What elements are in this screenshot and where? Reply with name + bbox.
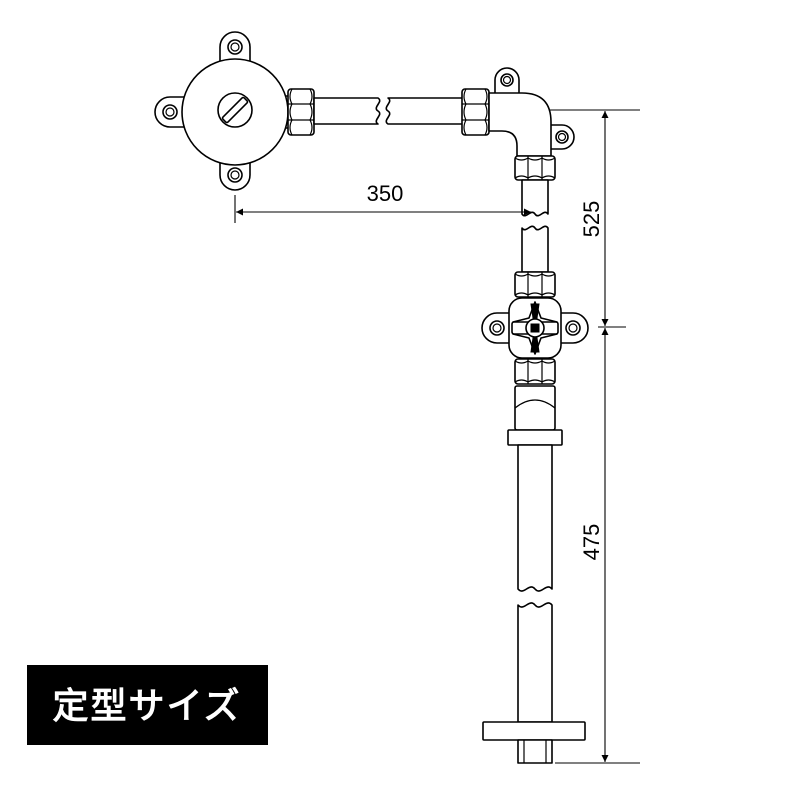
size-badge: 定型サイズ — [27, 665, 268, 745]
pipe-stub — [517, 739, 553, 764]
dimension-label-475: 475 — [579, 524, 604, 561]
junction-box — [154, 31, 291, 191]
mounting-lug-top — [494, 67, 520, 97]
size-badge-background — [27, 665, 268, 745]
hex-nut — [287, 88, 315, 136]
mounting-lug-right — [545, 124, 575, 150]
slotted-cap — [217, 92, 253, 128]
size-badge-label: 定型サイズ — [53, 685, 242, 727]
hex-nut — [461, 88, 490, 136]
dimension-label-350: 350 — [367, 181, 404, 206]
vertical-pipe-segment — [517, 602, 553, 723]
hex-nut — [514, 271, 556, 298]
dimension-label-525: 525 — [579, 201, 604, 238]
vertical-pipe-segment — [517, 444, 553, 592]
floor-flange — [482, 721, 586, 741]
hex-nut — [514, 155, 556, 181]
horizontal-pipe-segment — [313, 97, 381, 125]
vertical-pipe-segment — [521, 225, 549, 273]
mounting-lug-left — [481, 312, 515, 344]
valve-spindle-square — [530, 323, 540, 333]
valve-handle-arm — [530, 303, 540, 353]
elbow-fitting — [488, 67, 575, 157]
vertical-pipe-segment — [521, 179, 549, 217]
stop-valve — [481, 297, 589, 359]
horizontal-pipe-segment — [385, 97, 464, 125]
socket-fitting — [514, 385, 556, 431]
pipe-collar — [507, 429, 563, 446]
dimension-horizontal: 350 — [234, 181, 531, 223]
hex-nut — [514, 358, 556, 385]
mounting-lug-right — [555, 312, 589, 344]
dimension-vertical: 525 475 — [550, 109, 640, 764]
